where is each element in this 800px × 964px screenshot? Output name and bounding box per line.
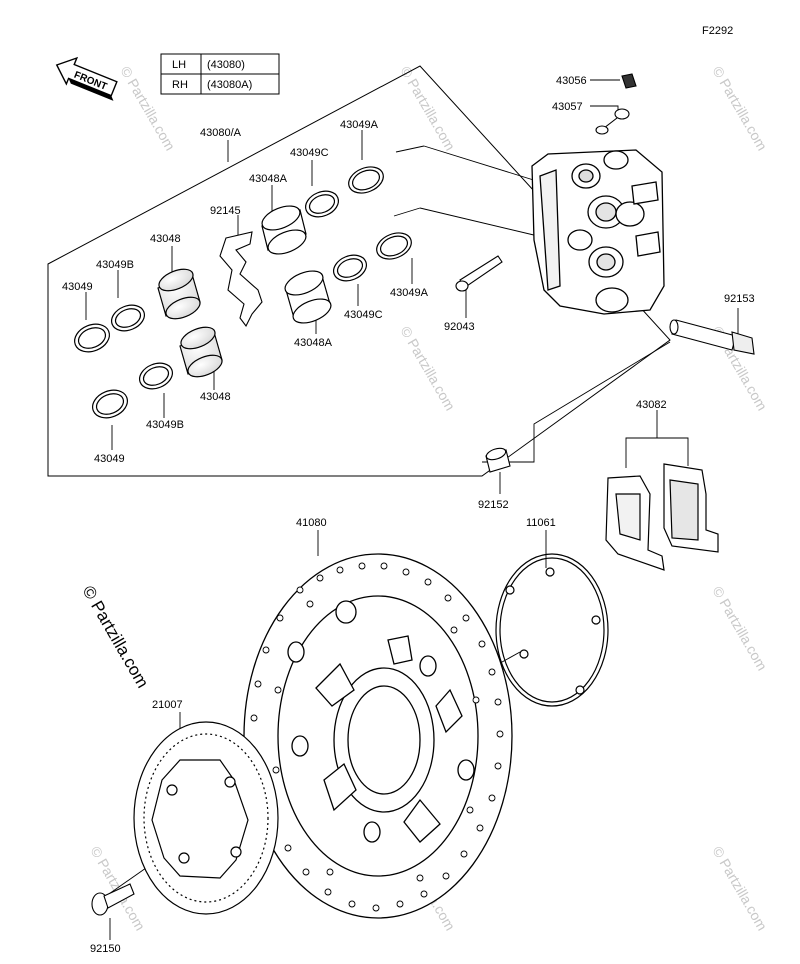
svg-text:© Partzilla.com: © Partzilla.com (709, 844, 770, 934)
label-92152: 92152 (478, 499, 509, 511)
label-43049b-low: 43049B (146, 419, 184, 431)
label-43049-low: 43049 (94, 453, 125, 465)
label-43049a-right: 43049A (390, 287, 429, 299)
label-43048a-low: 43048A (294, 337, 333, 349)
abs-sensor-rotor (133, 721, 279, 915)
disc-holes (250, 562, 504, 912)
part-rh: (43080A) (207, 79, 252, 91)
svg-text:© Partzilla.com: © Partzilla.com (709, 64, 770, 154)
label-43049-top: 43049 (62, 281, 93, 293)
diagram-code: F2292 (702, 25, 733, 37)
front-arrow: FRONT (55, 56, 118, 101)
svg-text:© Partzilla.com: © Partzilla.com (87, 844, 148, 934)
side-table: LH (43080) RH (43080A) (160, 53, 280, 95)
piston-set-upper (74, 166, 384, 353)
label-92145: 92145 (210, 205, 241, 217)
pad-pin (455, 255, 503, 292)
label-92150: 92150 (90, 943, 121, 955)
collar (485, 447, 511, 473)
label-43049c-top: 43049C (290, 147, 329, 159)
label-43049b-top: 43049B (96, 259, 134, 271)
label-43057: 43057 (552, 101, 583, 113)
svg-text:© Partzilla.com: © Partzilla.com (709, 584, 770, 674)
caliper-kit-boundary (47, 65, 671, 477)
label-21007: 21007 (152, 699, 183, 711)
bleeder-valve (595, 108, 630, 135)
label-92153: 92153 (724, 293, 755, 305)
side-lh: LH (172, 59, 186, 71)
label-11061: 11061 (526, 517, 556, 529)
side-watermark: © Partzilla.com (79, 583, 153, 692)
label-41080: 41080 (296, 517, 327, 529)
label-92043: 92043 (444, 321, 475, 333)
label-43048-low: 43048 (200, 391, 231, 403)
rotor-screw (91, 883, 135, 916)
disc-gasket (495, 553, 609, 707)
brake-disc (243, 553, 513, 919)
svg-text:© Partzilla.com: © Partzilla.com (397, 324, 458, 414)
bleeder-cap (621, 73, 637, 89)
caliper-body (531, 149, 665, 315)
label-43049c-low: 43049C (344, 309, 383, 321)
label-43080: 43080/A (200, 127, 242, 139)
label-43048-top: 43048 (150, 233, 181, 245)
mounting-bolt (669, 319, 755, 355)
label-43049a-top: 43049A (340, 119, 379, 131)
part-labels: 43080/A 43049A 43049C 43048A 92145 43048… (62, 75, 755, 955)
brake-pads (605, 463, 719, 571)
label-43056: 43056 (556, 75, 587, 87)
pad-spring-clip (219, 231, 263, 328)
part-lh: (43080) (207, 59, 245, 71)
piston-set-lower (92, 232, 412, 419)
label-43048a-top: 43048A (249, 173, 288, 185)
side-rh: RH (172, 79, 188, 91)
label-43082: 43082 (636, 399, 667, 411)
svg-text:© Partzilla.com: © Partzilla.com (397, 64, 458, 154)
